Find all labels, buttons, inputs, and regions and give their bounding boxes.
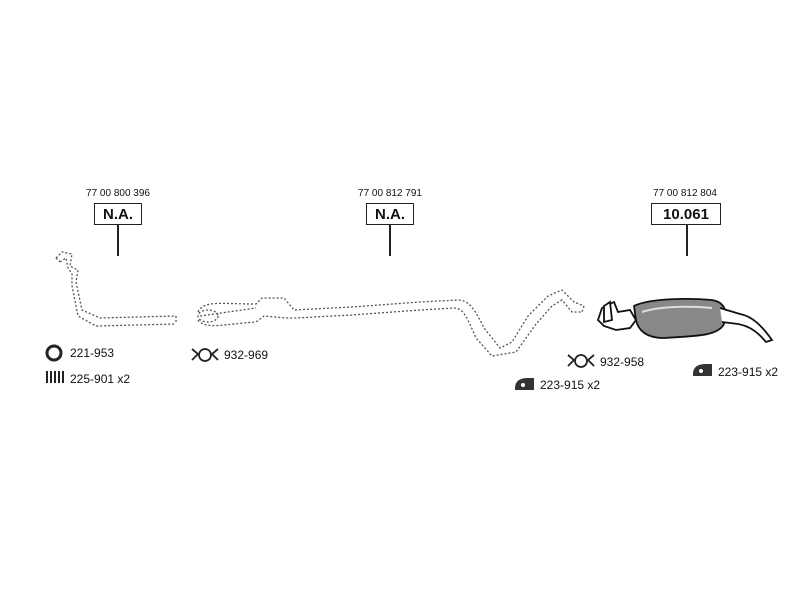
- accessory-label: 932-958: [600, 355, 645, 369]
- front-pipe: [55, 251, 177, 327]
- rubber-mount-icon: [515, 378, 534, 390]
- leader-line: [117, 225, 119, 256]
- leader-line: [389, 225, 391, 256]
- rear-silencer: [596, 297, 774, 344]
- accessory-label: 221-953: [70, 346, 115, 360]
- accessory-label: 223-915 x2: [718, 365, 779, 379]
- part-oem-number: 77 00 812 804: [653, 188, 717, 199]
- clamp-icon: [191, 348, 219, 362]
- accessory-label: 225-901 x2: [70, 372, 131, 386]
- part-code-badge[interactable]: N.A.: [366, 203, 414, 225]
- part-code-badge[interactable]: 10.061: [651, 203, 721, 225]
- clamp-icon: [567, 354, 595, 368]
- rubber-mount-icon: [693, 364, 712, 376]
- intermediate-pipe: [197, 289, 585, 357]
- leader-line: [686, 225, 688, 256]
- part-oem-number: 77 00 800 396: [86, 188, 150, 199]
- accessory-label: 932-969: [224, 348, 269, 362]
- accessory-label: 223-915 x2: [540, 378, 601, 392]
- gasket-ring-icon: [45, 344, 63, 362]
- spring-icon: [46, 371, 64, 383]
- part-code-badge[interactable]: N.A.: [94, 203, 142, 225]
- part-oem-number: 77 00 812 791: [358, 188, 422, 199]
